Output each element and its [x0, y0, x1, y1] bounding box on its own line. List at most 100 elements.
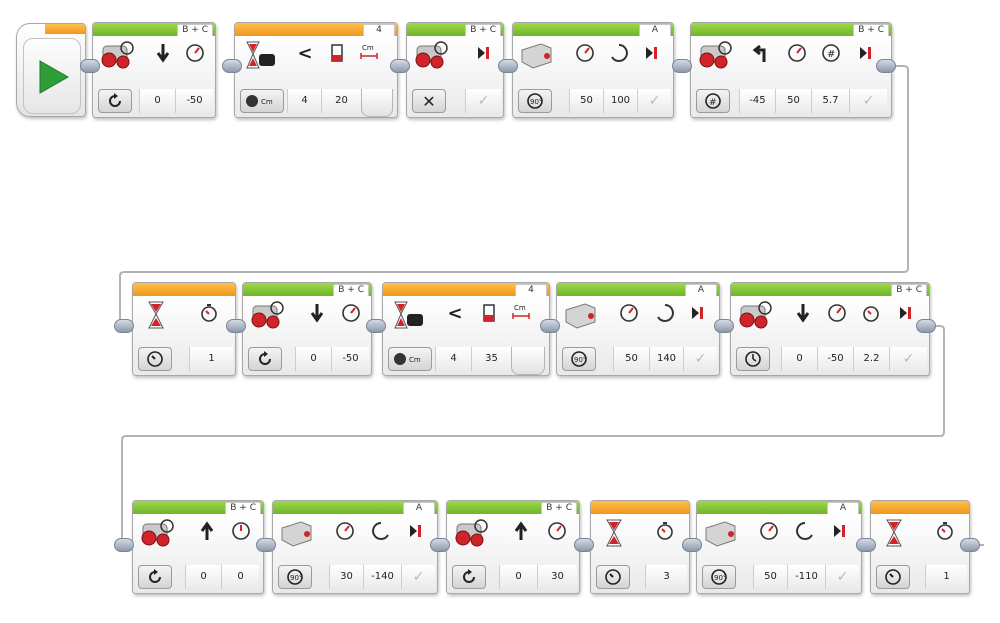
- sequence-plug[interactable]: [256, 538, 276, 552]
- power-value[interactable]: 50: [753, 565, 787, 589]
- degrees-value[interactable]: -110: [787, 565, 825, 589]
- move-steering-block[interactable]: B + C ✕ ✓: [406, 22, 504, 118]
- sequence-plug[interactable]: [916, 319, 936, 333]
- sequence-plug[interactable]: [714, 319, 734, 333]
- less-than-compare-icon: <: [297, 42, 313, 64]
- sequence-plug[interactable]: [430, 538, 450, 552]
- start-block[interactable]: [16, 23, 86, 117]
- mode-selector-time-icon[interactable]: [876, 565, 910, 589]
- medium-motor-icon: [705, 521, 736, 547]
- medium-motor-block[interactable]: A 90° 50 140 ✓: [556, 282, 720, 376]
- steering-value[interactable]: 0: [499, 565, 537, 589]
- move-steering-block[interactable]: B + C # # -45 50 5.7 ✓: [690, 22, 892, 118]
- mode-selector-degrees-icon[interactable]: 90°: [562, 347, 596, 371]
- steering-value[interactable]: 0: [185, 565, 221, 589]
- degrees-value[interactable]: 140: [649, 347, 683, 371]
- seconds-value[interactable]: 2.2: [853, 347, 889, 371]
- sequence-plug[interactable]: [682, 538, 702, 552]
- mode-selector-time-icon[interactable]: [596, 565, 630, 589]
- mode-selector-seconds-icon[interactable]: [736, 347, 770, 371]
- steering-value[interactable]: 0: [295, 347, 331, 371]
- mode-selector-on-icon[interactable]: [248, 347, 282, 371]
- degrees-value[interactable]: -140: [363, 565, 401, 589]
- wait-time-block[interactable]: 3: [590, 500, 690, 594]
- brake-check-icon[interactable]: ✓: [825, 565, 859, 589]
- move-steering-block[interactable]: B + C 0 -50: [92, 22, 216, 118]
- start-button-frame[interactable]: [23, 38, 81, 114]
- sequence-plug[interactable]: [856, 538, 876, 552]
- power-value[interactable]: -50: [331, 347, 369, 371]
- mode-selector-on-icon[interactable]: [138, 565, 172, 589]
- steering-value[interactable]: 0: [781, 347, 817, 371]
- brake-check-icon[interactable]: ✓: [401, 565, 435, 589]
- seconds-value[interactable]: 1: [925, 565, 967, 589]
- wait-ultrasonic-block[interactable]: 4 < Cm Cm 4 20: [234, 22, 398, 118]
- degrees-arc-icon: [793, 517, 817, 545]
- medium-motor-block[interactable]: A 90° 50 -110 ✓: [696, 500, 862, 594]
- move-steering-block[interactable]: B + C 0 0: [132, 500, 264, 594]
- brake-check-icon[interactable]: ✓: [637, 89, 671, 113]
- steering-value[interactable]: -45: [739, 89, 775, 113]
- block-header: B + C: [731, 283, 929, 297]
- mode-selector-degrees-icon[interactable]: 90°: [518, 89, 552, 113]
- rotations-value[interactable]: 5.7: [811, 89, 849, 113]
- brake-check-icon[interactable]: ✓: [465, 89, 501, 113]
- sequence-plug[interactable]: [540, 319, 560, 333]
- sequence-plug[interactable]: [876, 59, 896, 73]
- threshold-value[interactable]: 20: [321, 89, 361, 113]
- mode-selector-degrees-icon[interactable]: 90°: [702, 565, 736, 589]
- sequence-plug[interactable]: [226, 319, 246, 333]
- seconds-value[interactable]: 1: [189, 347, 233, 371]
- sequence-plug[interactable]: [114, 319, 134, 333]
- mode-selector-on-icon[interactable]: [98, 89, 132, 113]
- result-output-tab[interactable]: [361, 89, 393, 117]
- mode-selector-time-icon[interactable]: [138, 347, 172, 371]
- move-steering-block[interactable]: B + C 0 -50: [242, 282, 372, 376]
- power-value[interactable]: 0: [221, 565, 259, 589]
- sequence-plug[interactable]: [222, 59, 242, 73]
- mode-selector-distance-cm-icon[interactable]: Cm: [388, 347, 432, 371]
- result-output-tab[interactable]: [511, 347, 545, 375]
- sequence-plug[interactable]: [672, 59, 692, 73]
- compare-type-value[interactable]: 4: [287, 89, 321, 113]
- brake-check-icon[interactable]: ✓: [683, 347, 717, 371]
- mode-selector-distance-cm-icon[interactable]: Cm: [240, 89, 284, 113]
- mode-selector-rotations-icon[interactable]: #: [696, 89, 730, 113]
- play-triangle-icon[interactable]: [24, 39, 80, 113]
- seconds-value[interactable]: 3: [645, 565, 687, 589]
- block-header: [591, 501, 689, 514]
- degrees-value[interactable]: 100: [603, 89, 637, 113]
- move-steering-block[interactable]: B + C 0 -50 2.2 ✓: [730, 282, 930, 376]
- power-value[interactable]: 50: [775, 89, 811, 113]
- power-value[interactable]: 50: [569, 89, 603, 113]
- power-value[interactable]: 30: [537, 565, 577, 589]
- large-motor-pair-icon: [739, 301, 772, 329]
- steering-value[interactable]: 0: [139, 89, 175, 113]
- mode-selector-on-icon[interactable]: [452, 565, 486, 589]
- brake-check-icon[interactable]: ✓: [849, 89, 887, 113]
- power-value[interactable]: 30: [329, 565, 363, 589]
- block-header: B + C: [133, 501, 263, 515]
- sequence-plug[interactable]: [80, 59, 100, 73]
- power-value[interactable]: -50: [175, 89, 213, 113]
- sequence-plug[interactable]: [114, 538, 134, 552]
- wait-time-block[interactable]: 1: [132, 282, 236, 376]
- sequence-plug[interactable]: [960, 538, 980, 552]
- medium-motor-block[interactable]: A 90° 30 -140 ✓: [272, 500, 438, 594]
- port-label[interactable]: B + C: [333, 284, 369, 297]
- mode-selector-off-icon[interactable]: ✕: [412, 89, 446, 113]
- threshold-value[interactable]: 35: [471, 347, 511, 371]
- sequence-plug[interactable]: [498, 59, 518, 73]
- wait-time-block[interactable]: 1: [870, 500, 970, 594]
- power-value[interactable]: -50: [817, 347, 853, 371]
- mode-selector-degrees-icon[interactable]: 90°: [278, 565, 312, 589]
- sequence-plug[interactable]: [390, 59, 410, 73]
- brake-check-icon[interactable]: ✓: [889, 347, 927, 371]
- compare-type-value[interactable]: 4: [435, 347, 471, 371]
- move-steering-block[interactable]: B + C 0 30: [446, 500, 580, 594]
- sequence-plug[interactable]: [366, 319, 386, 333]
- wait-ultrasonic-block[interactable]: 4 < Cm Cm 4 35: [382, 282, 550, 376]
- power-value[interactable]: 50: [613, 347, 649, 371]
- sequence-plug[interactable]: [574, 538, 594, 552]
- medium-motor-block[interactable]: A 90° 50 100 ✓: [512, 22, 674, 118]
